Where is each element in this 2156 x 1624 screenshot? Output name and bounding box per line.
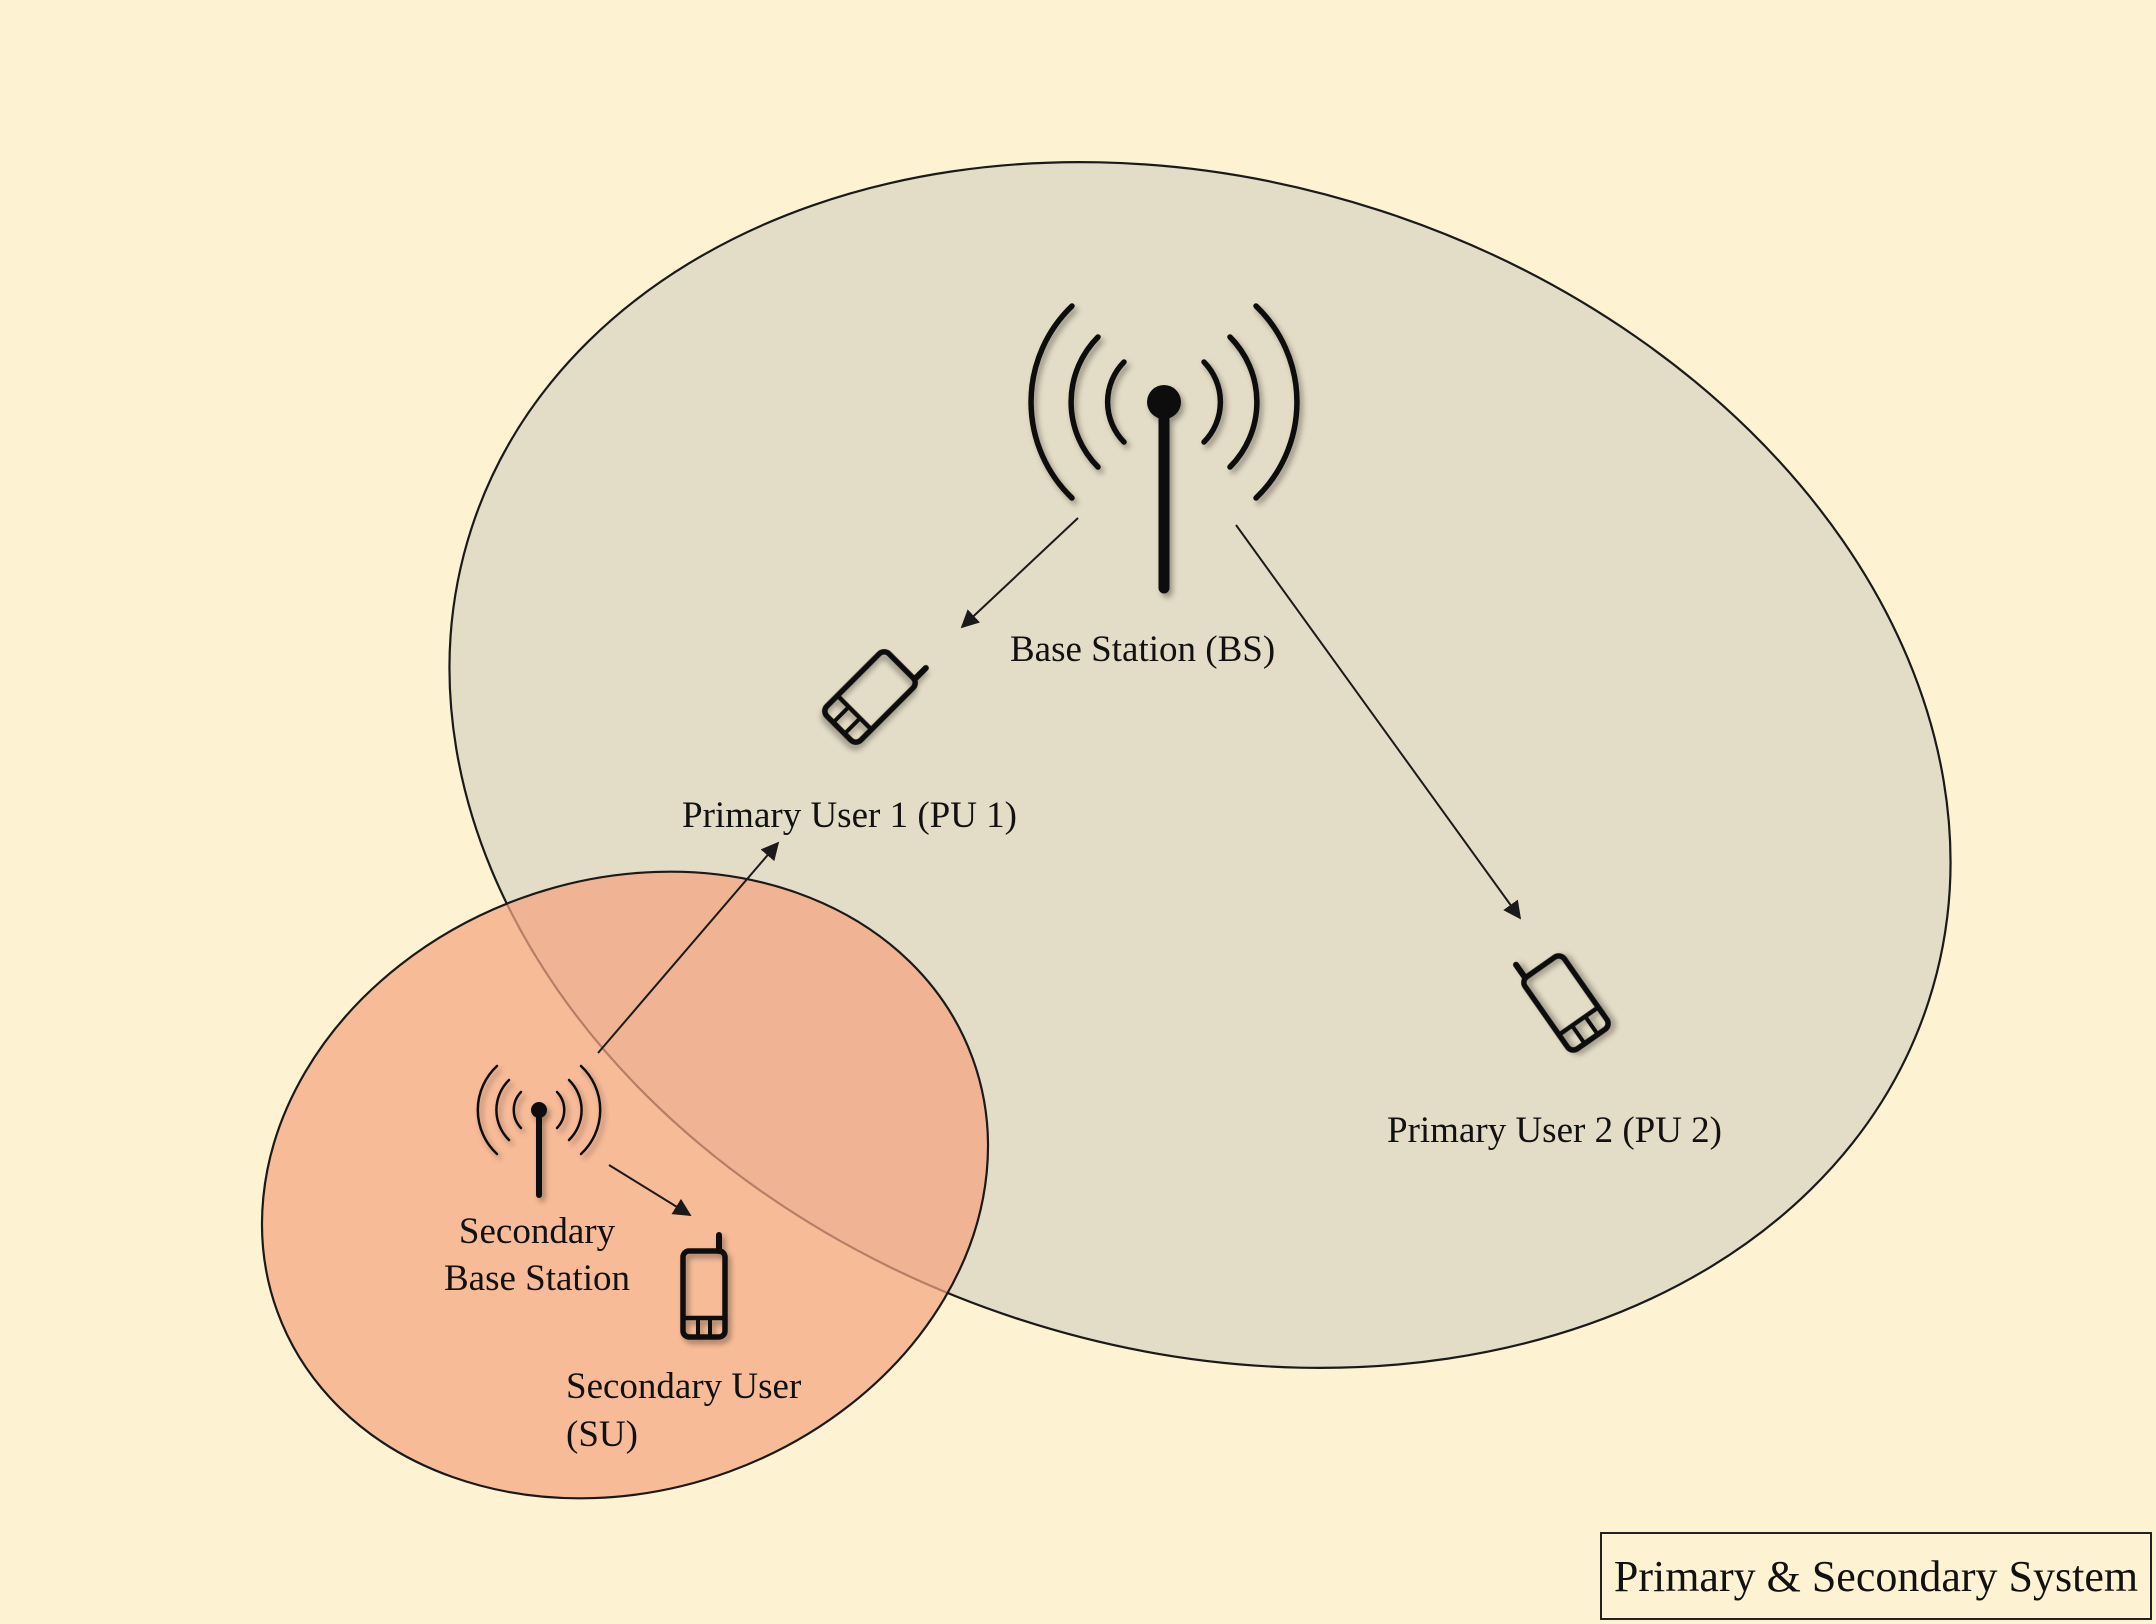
- base-station-label: Base Station (BS): [1010, 629, 1275, 670]
- secondary-user-label-line1: Secondary User: [566, 1366, 801, 1407]
- link-sbs-to-su: [608, 1164, 692, 1216]
- caption-text: Primary & Secondary System: [1613, 1551, 2139, 1601]
- secondary-base-station-label-line1: Secondary: [459, 1211, 616, 1252]
- antenna-tower-icon: [1028, 303, 1300, 594]
- primary-user-2-label: Primary User 2 (PU 2): [1387, 1110, 1722, 1151]
- secondary-base-station-label-line2: Base Station: [444, 1258, 630, 1299]
- primary-user-1-label: Primary User 1 (PU 1): [682, 795, 1017, 836]
- mobile-phone-icon: [1513, 953, 1611, 1053]
- antenna-tower-icon: [476, 1064, 602, 1198]
- links: [597, 517, 1522, 1216]
- caption-box: Primary & Secondary System: [1600, 1532, 2152, 1620]
- secondary-coverage-area: [260, 870, 990, 1500]
- link-bs-to-pu1: [960, 517, 1079, 629]
- mobile-phone-icon: [680, 1232, 728, 1340]
- secondary-user-label-line2: (SU): [566, 1414, 638, 1455]
- mobile-phone-icon: [822, 649, 929, 745]
- link-sbs-to-pu1: [597, 841, 780, 1054]
- link-bs-to-pu2: [1235, 524, 1522, 920]
